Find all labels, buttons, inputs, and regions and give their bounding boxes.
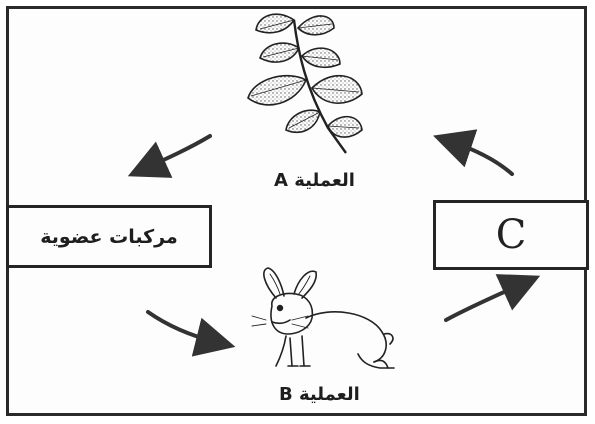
c-box: C [433,200,589,270]
c-box-text: C [495,212,527,258]
leafy-branch-icon [247,13,363,154]
process-b-label: العملية B [279,384,360,405]
organic-compounds-text: مركبات عضوية [40,225,178,248]
process-a-label: العملية A [274,170,355,191]
organic-compounds-box: مركبات عضوية [6,205,212,268]
rabbit-icon [251,267,395,369]
